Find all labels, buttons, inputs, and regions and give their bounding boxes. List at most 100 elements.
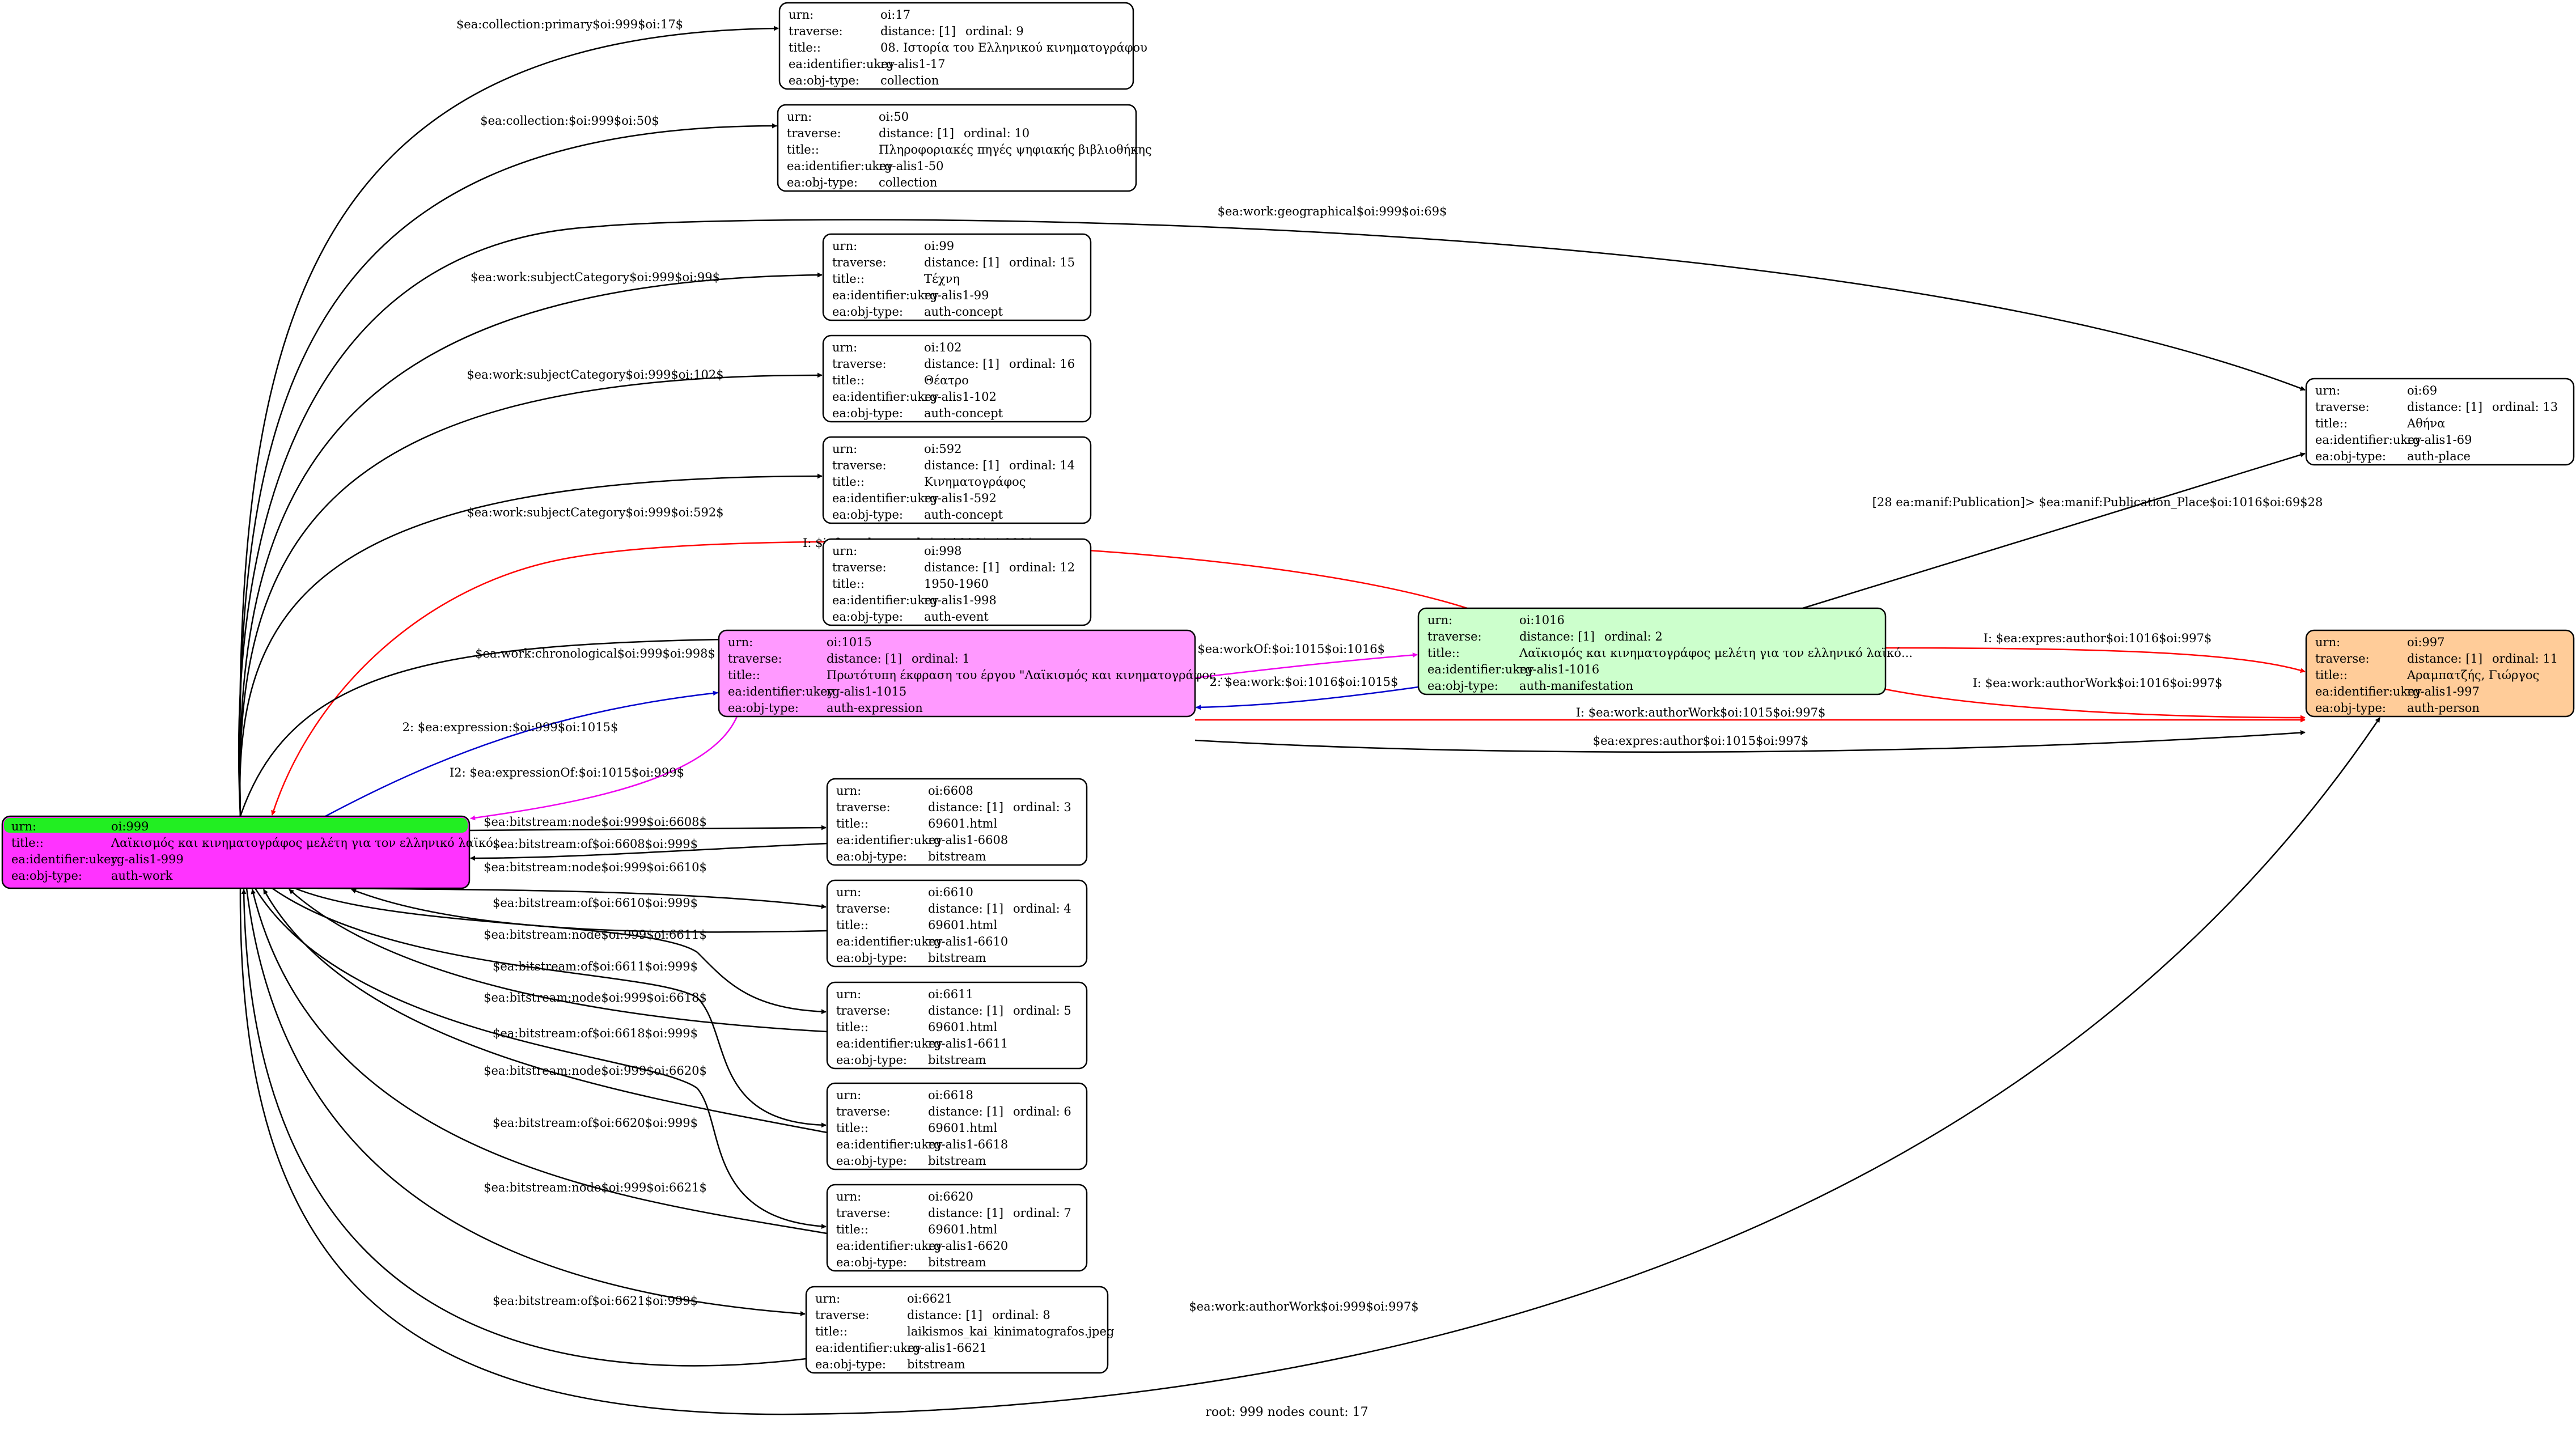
field-label: title::: [728, 668, 760, 682]
field-value: rg-alis1-1015: [827, 685, 906, 698]
field-label: ea:identifier:ukey: [836, 935, 943, 948]
field-value: rg-alis1-6610: [928, 935, 1008, 948]
edge-label: $ea:expres:author$oi:1015$oi:997$: [1593, 734, 1809, 748]
field-label: ea:identifier:ukey: [832, 491, 939, 505]
field-label: traverse:: [815, 1308, 870, 1322]
field-value: oi:17: [880, 8, 910, 22]
graph-edge-e24: $ea:bitstream:node$oi:999$oi:6618$: [272, 887, 827, 1128]
field-label: urn:: [836, 987, 861, 1001]
edge-line: [1196, 686, 1419, 710]
field-value: distance: [1]: [924, 357, 999, 371]
field-value: distance: [1]: [928, 902, 1003, 915]
field-value: oi:69: [2407, 384, 2437, 397]
edge-line: [1194, 730, 2306, 753]
edge-line: [470, 716, 738, 821]
field-value: Αραμπατζής, Γιώργος: [2406, 668, 2539, 682]
edge-label: $ea:bitstream:node$oi:999$oi:6621$: [484, 1181, 707, 1194]
edge-line: [239, 635, 823, 817]
field-label: ea:identifier:ukey: [11, 853, 118, 866]
field-label: ea:identifier:ukey: [832, 593, 939, 607]
field-value: auth-concept: [924, 406, 1003, 420]
field-value: rg-alis1-997: [2407, 685, 2480, 698]
edge-label: $ea:bitstream:of$oi:6608$oi:999$: [493, 837, 698, 851]
field-label: ea:obj-type:: [832, 508, 903, 521]
graph-edge-e5: $ea:work:subjectCategory$oi:999$oi:102$: [239, 368, 823, 817]
field-value: oi:592: [924, 442, 962, 456]
field-label: title::: [836, 918, 868, 932]
field-value: oi:998: [924, 544, 962, 558]
edge-label: $ea:work:authorWork$oi:999$oi:997$: [1189, 1300, 1418, 1313]
node-box: [718, 629, 1196, 718]
edge-label: $ea:bitstream:node$oi:999$oi:6608$: [484, 815, 707, 829]
graph-edge-e16: 2: $ea:expression:$oi:999$oi:1015$: [325, 690, 718, 817]
edge-line: [245, 888, 806, 1316]
field-value: 69601.html: [928, 1121, 997, 1135]
field-value: distance: [1]: [928, 1105, 1003, 1118]
edge-label: I: $ea:work:authorWork$oi:1016$oi:997$: [1973, 676, 2223, 690]
field-ordinal: ordinal: 12: [1009, 561, 1075, 574]
field-value: bitstream: [928, 1256, 986, 1269]
field-ordinal: ordinal: 13: [2492, 400, 2558, 414]
field-label: urn:: [836, 885, 861, 899]
graph-edge-e17: I2: $ea:expressionOf:$oi:1015$oi:999$: [450, 716, 738, 821]
graph-edge-e19: $ea:bitstream:of$oi:6608$oi:999$: [470, 837, 828, 861]
field-value: rg-alis1-6618: [928, 1138, 1008, 1151]
field-value: distance: [1]: [2407, 652, 2482, 665]
node-box: [826, 1082, 1088, 1171]
graph-edge-e10: I2: $ea:workOf:$oi:1015$oi:1016$: [1177, 642, 1418, 679]
field-label: urn:: [2315, 384, 2340, 397]
field-label: traverse:: [836, 1206, 891, 1220]
field-label: ea:obj-type:: [1427, 679, 1498, 693]
graph-edge-e15: $ea:expres:author$oi:1015$oi:997$: [1194, 730, 2306, 753]
edge-line: [469, 825, 827, 832]
node-box: [826, 981, 1088, 1070]
node-box: [826, 1184, 1088, 1272]
edge-label: $ea:bitstream:node$oi:999$oi:6610$: [484, 860, 707, 874]
field-value: bitstream: [928, 1053, 986, 1067]
field-label: title::: [11, 836, 44, 850]
edge-label: I: $ea:work:authorWork$oi:1015$oi:997$: [1576, 706, 1826, 719]
field-value: distance: [1]: [924, 256, 999, 269]
field-label: urn:: [2315, 635, 2340, 649]
field-label: ea:obj-type:: [832, 610, 903, 624]
graph-edge-e21: $ea:bitstream:of$oi:6610$oi:999$: [351, 888, 828, 933]
field-label: urn:: [836, 1088, 861, 1102]
field-value: rg-alis1-17: [880, 57, 946, 71]
field-value: Θέατρο: [924, 374, 969, 387]
edge-line: [272, 887, 827, 1128]
field-value: oi:102: [924, 341, 962, 354]
edge-label: [28 ea:manif:Publication]> $ea:manif:Pub…: [1872, 495, 2323, 509]
field-label: ea:obj-type:: [789, 74, 859, 87]
field-label: ea:obj-type:: [836, 951, 907, 965]
field-label: traverse:: [832, 357, 887, 371]
field-value: auth-expression: [827, 701, 923, 715]
field-value: Πρωτότυπη έκφραση του έργου "Λαϊκισμός κ…: [827, 668, 1231, 682]
field-value: oi:6621: [907, 1292, 952, 1305]
field-label: ea:identifier:ukey: [836, 833, 943, 847]
edge-line: [325, 690, 718, 817]
field-label: traverse:: [789, 24, 843, 38]
field-label: title::: [787, 143, 819, 156]
edge-line: [239, 26, 779, 817]
field-label: traverse:: [836, 1105, 891, 1118]
edge-label: $ea:bitstream:node$oi:999$oi:6611$: [484, 928, 707, 942]
field-ordinal: ordinal: 11: [2492, 652, 2558, 665]
